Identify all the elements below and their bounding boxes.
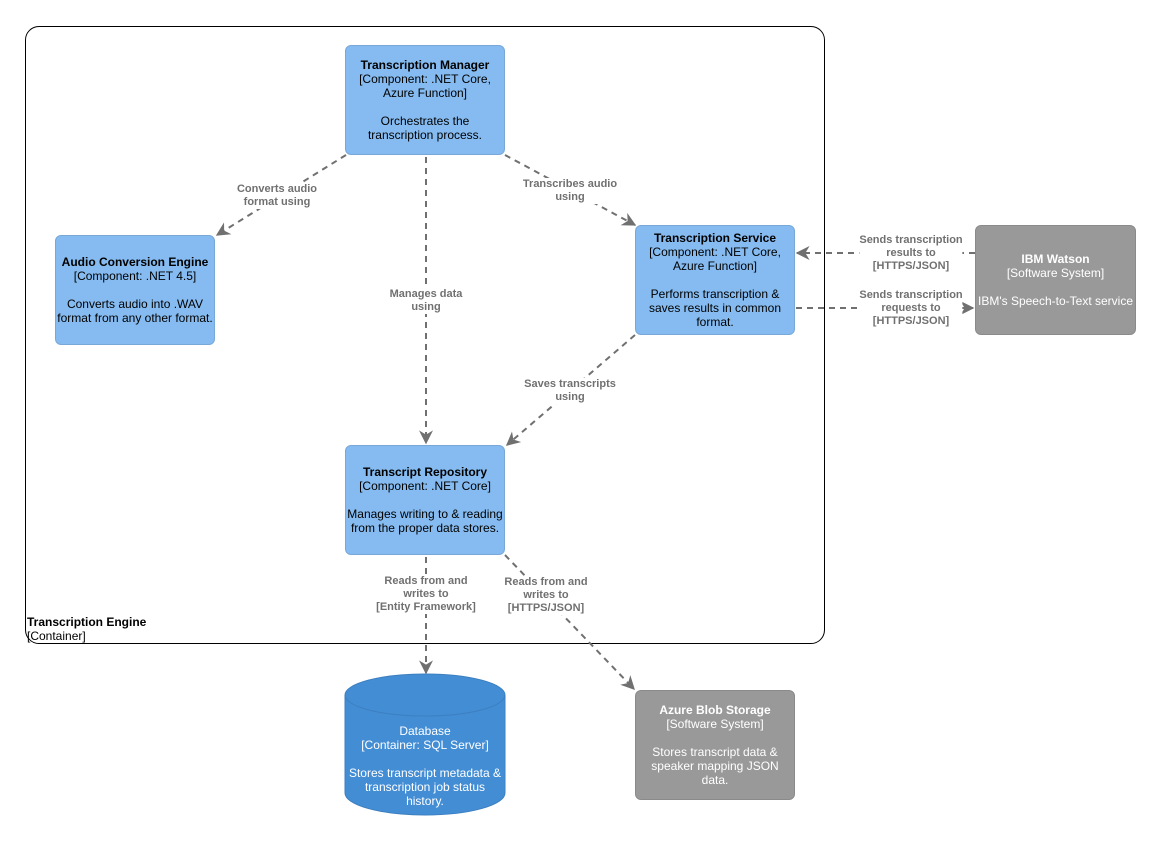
edge-label-line: using <box>411 301 441 313</box>
node-tech: [Software System] <box>666 717 764 731</box>
edge-label-line: Sends transcription <box>859 234 963 246</box>
boundary-title: Transcription Engine <box>27 615 147 629</box>
node-description: saves results in common <box>648 301 782 315</box>
edge-label-line: [HTTPS/JSON] <box>872 260 950 272</box>
edge-label-line: requests to <box>881 302 941 314</box>
node-title: Transcription Manager <box>360 58 490 72</box>
container-boundary-label: Transcription Engine [Container] <box>27 615 146 643</box>
edge-label-results: Sends transcription results to [HTTPS/JS… <box>859 234 963 273</box>
node-transcript-repository[interactable]: Transcript Repository [Component: .NET C… <box>345 445 505 555</box>
node-description: from the proper data stores. <box>350 521 500 535</box>
node-description: format from any other format. <box>57 311 213 325</box>
node-description: Stores transcript data & <box>652 745 778 759</box>
edge-label-line: Reads from and <box>504 576 588 588</box>
edge-label-line: using <box>555 391 585 403</box>
node-description: history. <box>406 794 444 808</box>
edge-label-line: Transcribes audio <box>522 178 618 190</box>
node-description: Performs transcription & <box>650 287 780 301</box>
node-description: data. <box>701 773 729 787</box>
container-boundary <box>25 26 825 644</box>
edge-label-line: results to <box>886 247 936 259</box>
node-tech: Azure Function] <box>382 86 468 100</box>
node-tech: [Software System] <box>1006 266 1105 280</box>
edge-label-line: format using <box>243 196 311 208</box>
node-title: Transcription Service <box>653 231 777 245</box>
node-tech: [Component: .NET Core] <box>359 479 491 493</box>
edge-label-line: using <box>555 191 585 203</box>
node-tech: [Component: .NET Core, <box>359 72 491 86</box>
edge-label-line: [HTTPS/JSON] <box>872 315 950 327</box>
edge-label-line: Sends transcription <box>859 289 963 301</box>
node-ibm-watson[interactable]: IBM Watson [Software System] IBM's Speec… <box>975 225 1136 335</box>
edge-label-manage: Manages data using <box>389 288 463 314</box>
node-description: transcription process. <box>367 128 483 142</box>
node-description: transcription job status <box>364 780 486 794</box>
node-description: format. <box>696 315 734 329</box>
edge-label-line: Manages data <box>389 288 463 300</box>
node-title: Database <box>399 724 451 738</box>
node-tech: [Component: .NET 4.5] <box>73 269 197 283</box>
node-database-cylinder[interactable] <box>344 673 508 819</box>
node-transcription-service[interactable]: Transcription Service [Component: .NET C… <box>635 225 795 335</box>
node-tech: Azure Function] <box>672 259 758 273</box>
node-description: speaker mapping JSON <box>651 759 779 773</box>
edge-label-saves: Saves transcripts using <box>524 378 616 404</box>
edge-label-line: [Entity Framework] <box>376 601 476 613</box>
edge-repository-to-blob <box>504 554 635 691</box>
node-title: Transcript Repository <box>362 465 488 479</box>
node-description: IBM's Speech-to-Text service <box>977 294 1133 308</box>
node-transcription-manager[interactable]: Transcription Manager [Component: .NET C… <box>345 45 505 155</box>
node-title: Azure Blob Storage <box>659 703 771 717</box>
edge-manager-to-audio <box>215 154 347 236</box>
node-description: Manages writing to & reading <box>347 507 503 521</box>
edge-manager-to-service <box>504 154 637 226</box>
edge-label-line: Converts audio <box>236 183 318 195</box>
node-description: Orchestrates the <box>380 114 470 128</box>
boundary-subtitle: [Container] <box>27 629 86 643</box>
edge-label-sql: Reads from and writes to [Entity Framewo… <box>376 575 476 614</box>
edge-label-line: Saves transcripts <box>524 378 616 390</box>
edge-label-line: Reads from and <box>384 575 468 587</box>
edge-label-convert: Converts audio format using <box>236 183 318 209</box>
node-audio-conversion-engine[interactable]: Audio Conversion Engine [Component: .NET… <box>55 235 215 345</box>
edge-label-blob: Reads from and writes to [HTTPS/JSON] <box>504 576 588 615</box>
node-azure-blob-storage[interactable]: Azure Blob Storage [Software System] Sto… <box>635 690 795 800</box>
node-tech: [Component: .NET Core, <box>649 245 781 259</box>
edge-label-line: [HTTPS/JSON] <box>507 602 585 614</box>
node-title: IBM Watson <box>1021 252 1090 266</box>
node-title: Audio Conversion Engine <box>61 255 209 269</box>
edge-label-line: writes to <box>523 589 569 601</box>
node-description: Converts audio into .WAV <box>66 297 204 311</box>
edge-label-transcribe: Transcribes audio using <box>522 178 618 204</box>
node-description: Stores transcript metadata & <box>348 766 502 780</box>
edge-label-requests: Sends transcription requests to [HTTPS/J… <box>859 289 963 328</box>
node-tech: [Container: SQL Server] <box>361 738 489 752</box>
edge-label-line: writes to <box>403 588 449 600</box>
node-database-text: Database [Container: SQL Server] Stores … <box>345 724 505 808</box>
